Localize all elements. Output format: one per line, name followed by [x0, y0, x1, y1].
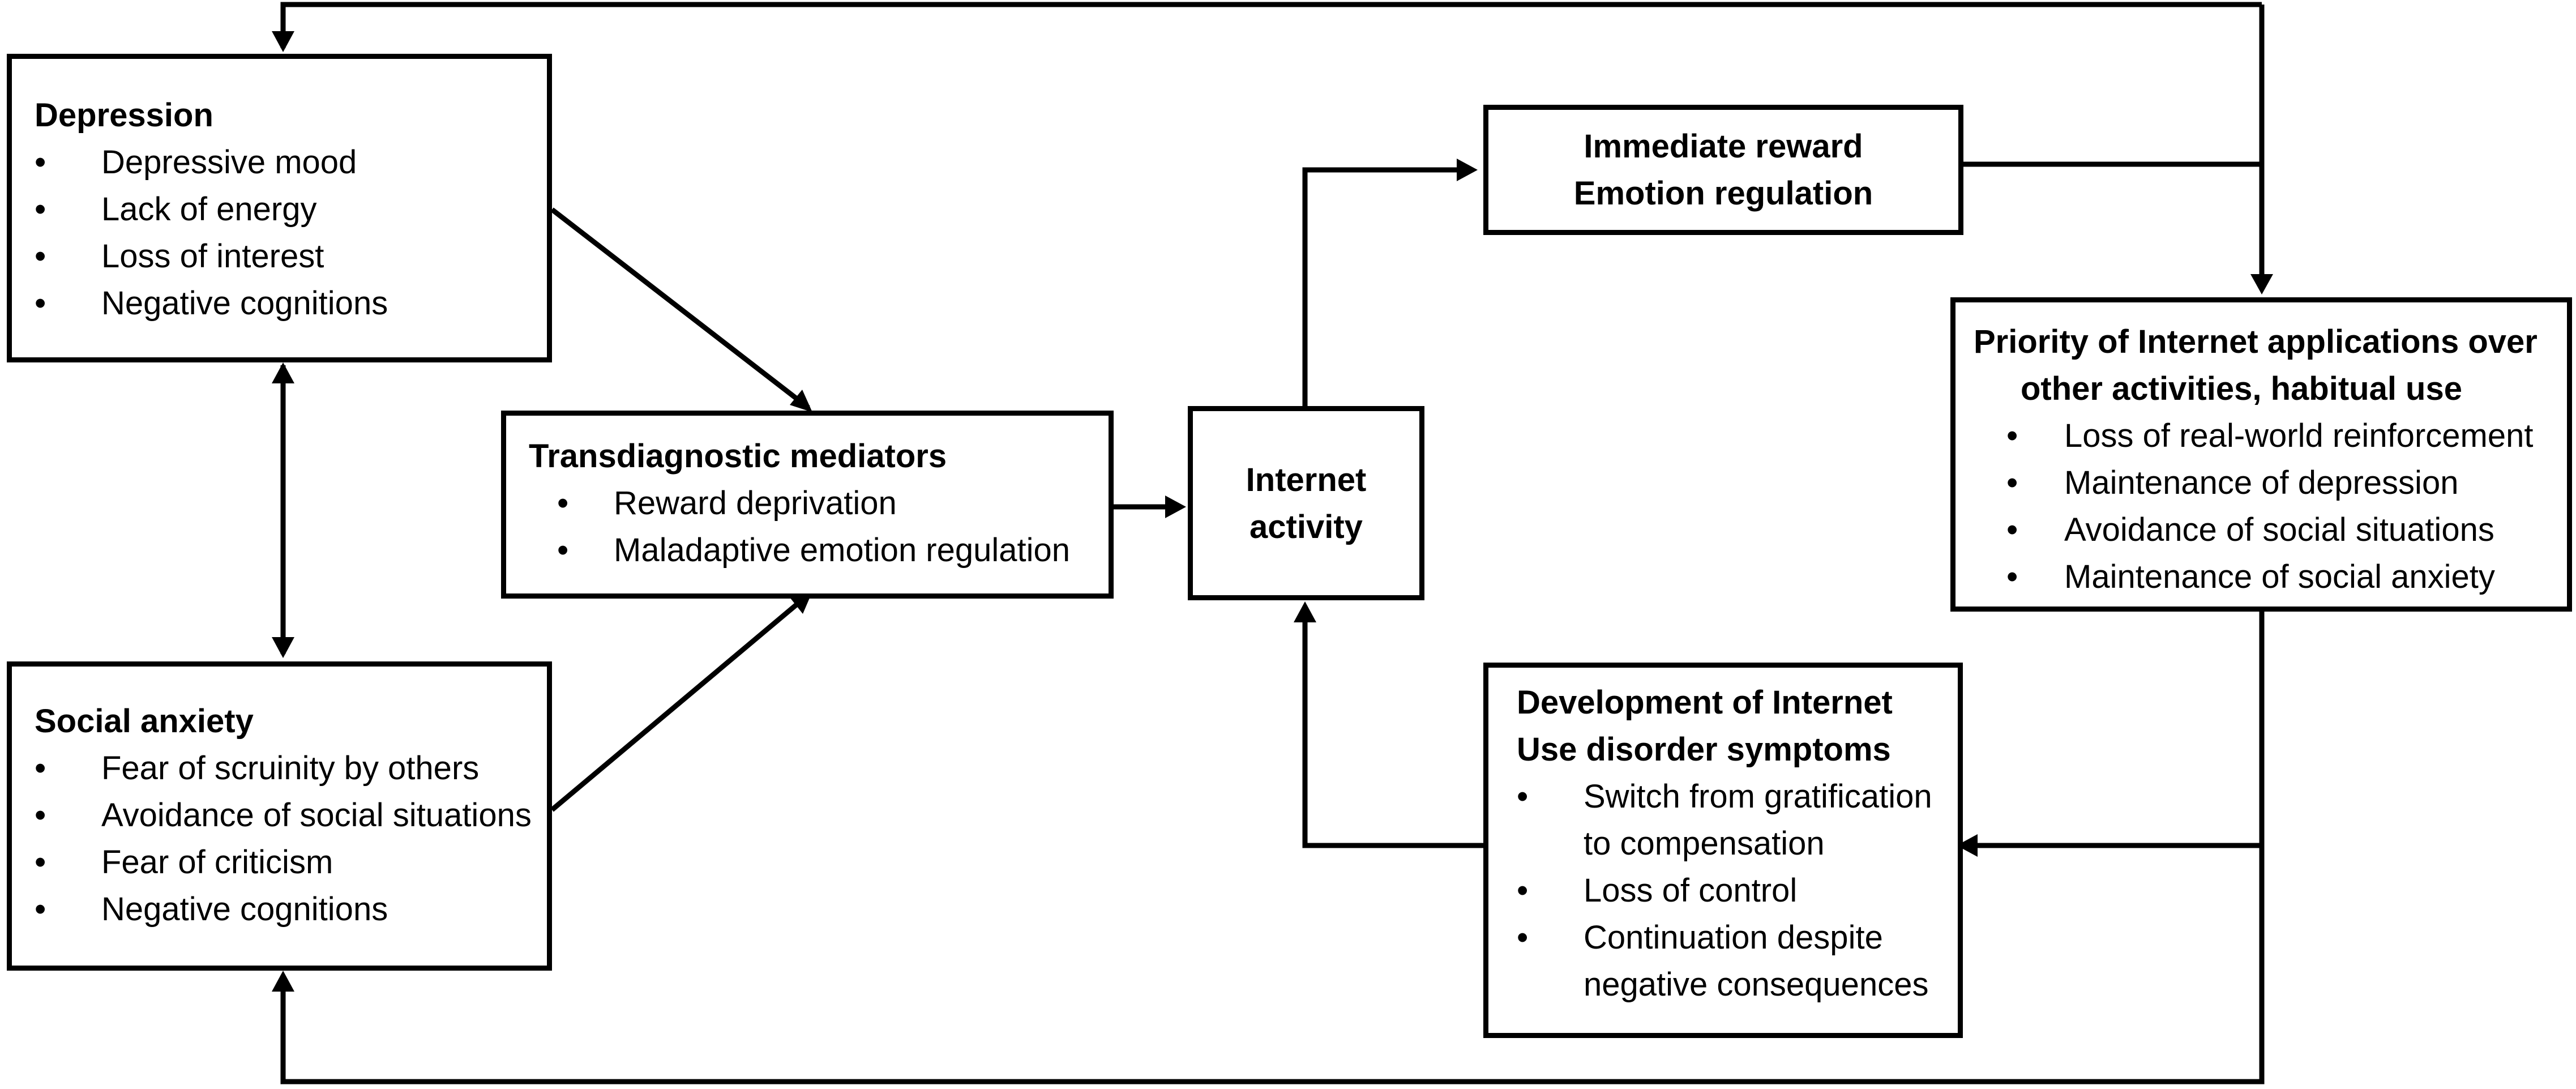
- list-item: •Maladaptive emotion regulation: [557, 532, 1071, 569]
- list-item: •Loss of control: [1517, 872, 1798, 909]
- internet-activity-line1: Internet: [1246, 461, 1367, 498]
- arrowhead-anxiety-from-depression: [272, 637, 294, 658]
- development-title-line2: Use disorder symptoms: [1517, 731, 1891, 768]
- internet-activity-box: Internet activity: [1188, 406, 1424, 600]
- social-anxiety-list: •Fear of scruinity by others •Avoidance …: [35, 745, 547, 933]
- list-item: •Loss of interest: [35, 238, 324, 275]
- arrow-priority-to-development: [1962, 612, 2265, 848]
- list-item: •Maintenance of depression: [2006, 464, 2459, 501]
- social-anxiety-title: Social anxiety: [35, 703, 254, 740]
- priority-title-line2: other activities, habitual use: [2021, 370, 2462, 407]
- list-item: •Fear of scruinity by others: [35, 750, 480, 787]
- depression-title: Depression: [35, 97, 213, 134]
- list-item: •Depressive mood: [35, 144, 357, 181]
- depression-list: •Depressive mood •Lack of energy •Loss o…: [35, 139, 547, 327]
- list-item: •Avoidance of social situations: [35, 797, 532, 834]
- mediators-box: Transdiagnostic mediators •Reward depriv…: [501, 411, 1114, 599]
- reward-line1: Immediate reward: [1584, 128, 1863, 165]
- list-item: •Fear of criticism: [35, 844, 333, 881]
- development-title-line1: Development of Internet: [1517, 684, 1893, 721]
- immediate-reward-box: Immediate reward Emotion regulation: [1483, 105, 1963, 235]
- arrowhead-depression-from-anxiety: [272, 362, 294, 383]
- list-item: •Avoidance of social situations: [2006, 511, 2494, 548]
- development-box: Development of Internet Use disorder sym…: [1483, 663, 1963, 1038]
- arrowhead-development: [1957, 834, 1978, 857]
- list-item: •Negative cognitions: [35, 285, 388, 322]
- arrowhead-mediators-from-depression: [790, 390, 812, 412]
- mediators-list: •Reward deprivation •Maladaptive emotion…: [529, 480, 1109, 574]
- arrow-feedback-to-depression: [280, 2, 2262, 48]
- depression-box: Depression •Depressive mood •Lack of ene…: [7, 54, 552, 362]
- list-item: •Reward deprivation: [557, 485, 897, 522]
- arrow-development-to-internet: [1302, 606, 1483, 848]
- mediators-title: Transdiagnostic mediators: [529, 438, 947, 475]
- list-item: •Lack of energy: [35, 191, 317, 228]
- reward-line2: Emotion regulation: [1573, 175, 1873, 212]
- arrow-depression-to-mediators: [550, 207, 810, 410]
- priority-box: Priority of Internet applications over o…: [1950, 297, 2572, 612]
- arrow-internet-to-reward: [1302, 167, 1472, 409]
- social-anxiety-box: Social anxiety •Fear of scruinity by oth…: [7, 661, 552, 971]
- priority-title-line1: Priority of Internet applications over: [1974, 323, 2538, 360]
- arrowhead-social-anxiety-bottom: [272, 971, 294, 992]
- arrowhead-internet-from-mediators: [1165, 496, 1186, 518]
- list-item: •Loss of real-world reinforcement: [2006, 417, 2534, 454]
- arrow-social-anxiety-to-mediators: [550, 592, 810, 812]
- list-item: •Maintenance of social anxiety: [2006, 558, 2495, 595]
- arrowhead-internet-from-development: [1294, 601, 1316, 622]
- arrowhead-reward: [1457, 159, 1478, 181]
- arrowhead-priority: [2250, 274, 2273, 294]
- arrow-feedback-to-social-anxiety: [280, 845, 2265, 1084]
- list-item: •Negative cognitions: [35, 891, 388, 928]
- priority-list: •Loss of real-world reinforcement •Maint…: [1974, 412, 2567, 600]
- internet-activity-line2: activity: [1250, 508, 1363, 545]
- arrowhead-depression-top: [272, 31, 294, 52]
